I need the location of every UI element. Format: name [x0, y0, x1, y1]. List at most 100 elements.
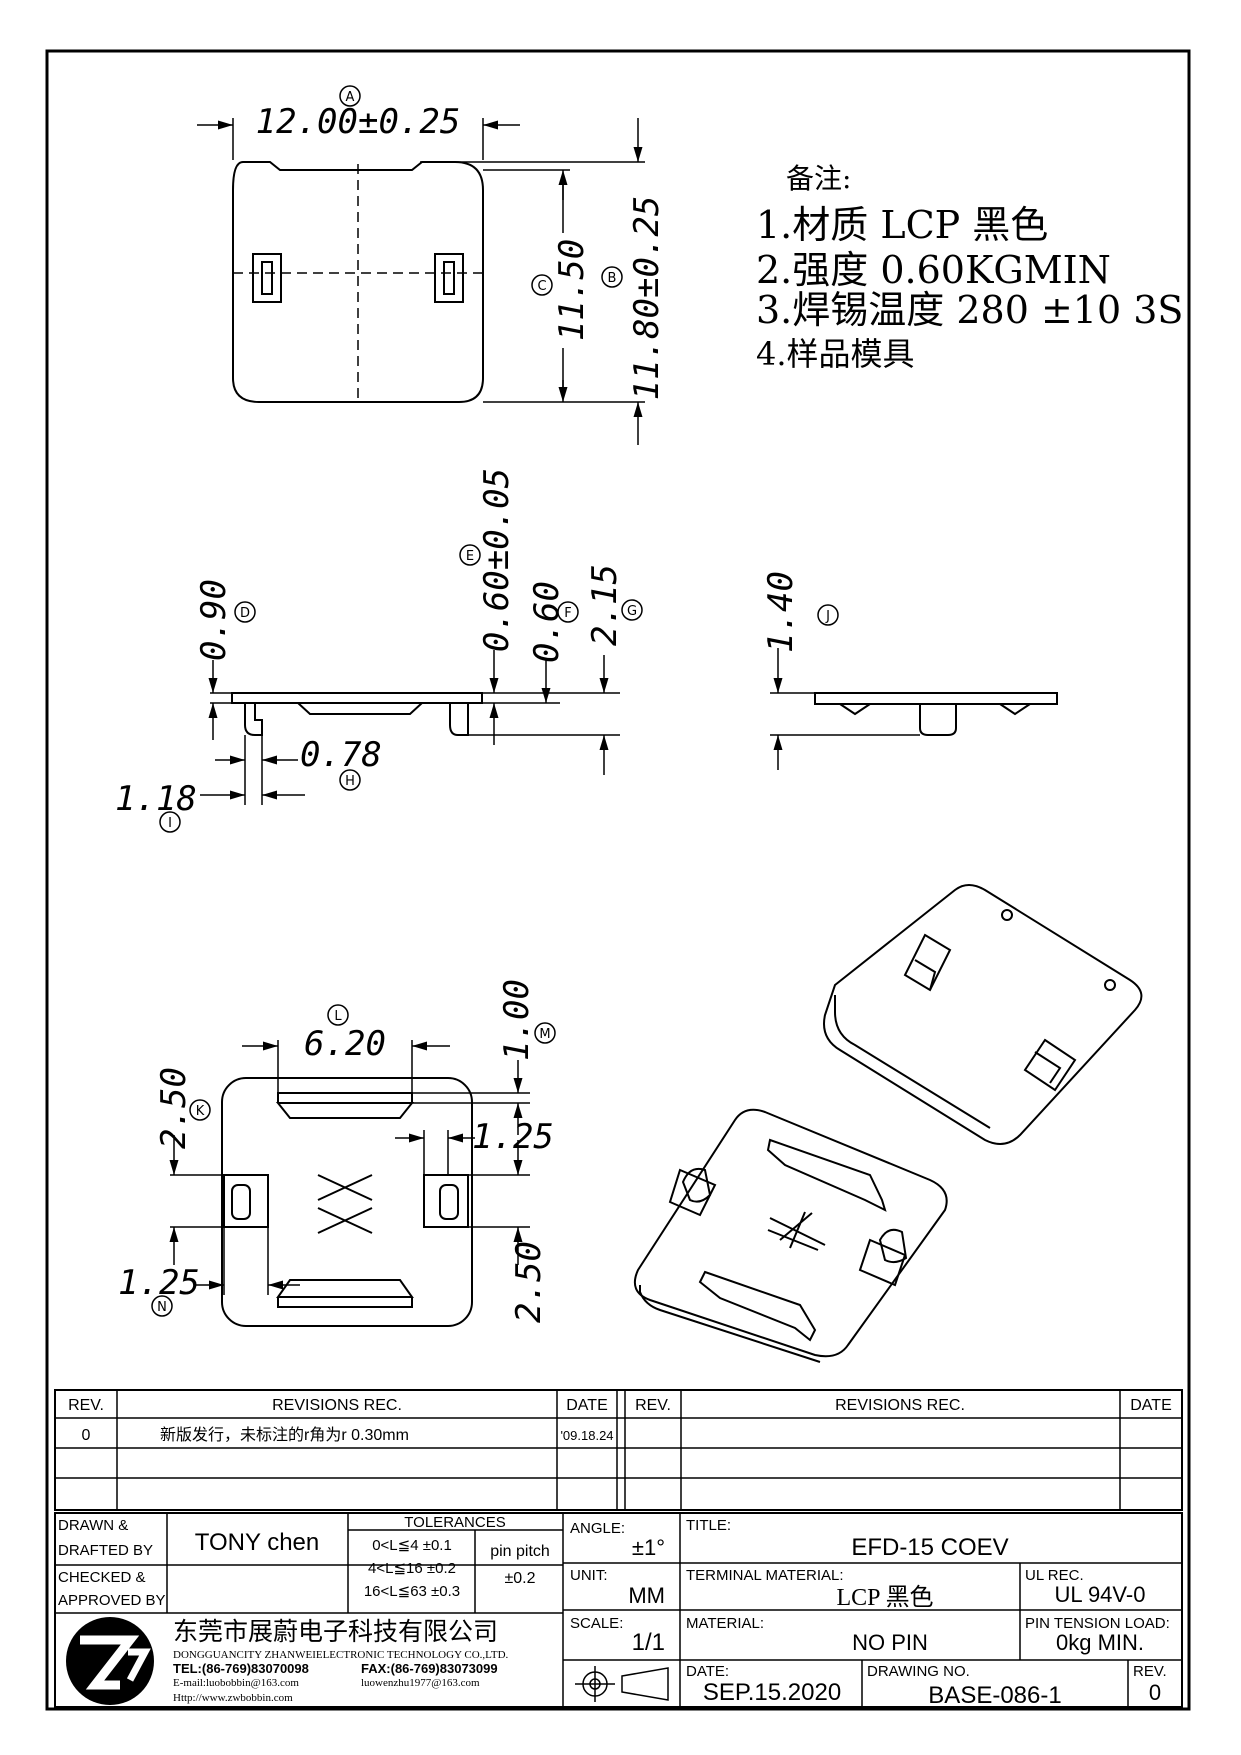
balloon-k [189, 1099, 211, 1121]
balloon-label-g: G [627, 604, 637, 619]
rev-row-rev: 0 [82, 1427, 91, 1444]
ul-rec-value: UL 94V-0 [1055, 1582, 1146, 1607]
dim-p: 1.25 [472, 1117, 554, 1157]
drawing-border [45, 49, 1191, 1711]
balloon-label-n: N [157, 1300, 167, 1315]
note-3: 3.焊锡温度 280 ±10 3S [756, 288, 1183, 332]
tolerance-1: 0<L≦4 ±0.1 [372, 1537, 452, 1554]
drawn-label-1: DRAWN & [58, 1517, 128, 1534]
pin-tension-value: 0kg MIN. [1056, 1630, 1144, 1655]
balloon-h [339, 769, 361, 791]
company-name-cn: 东莞市展蔚电子科技有限公司 [173, 1618, 498, 1646]
balloon-d [234, 601, 256, 623]
company-fax: FAX:(86-769)83073099 [361, 1661, 498, 1676]
company-name-en: DONGGUANCITY ZHANWEIELECTRONIC TECHNOLOG… [173, 1649, 509, 1661]
rev-row-text: 新版发行，未标注的r角为r 0.30mm [160, 1426, 409, 1444]
tolerance-3: 16<L≦63 ±0.3 [364, 1583, 460, 1600]
title-block-grid [54, 1512, 1183, 1708]
dim-m: 1.00 [497, 979, 537, 1061]
dim-d: 0.90 [194, 579, 234, 661]
scale-label: SCALE: [570, 1615, 623, 1632]
balloon-i [159, 811, 181, 833]
material-value: NO PIN [852, 1630, 928, 1655]
dim-g: 2.15 [585, 564, 625, 646]
balloon-label-l: L [334, 1009, 342, 1024]
checked-label-2: APPROVED BY [58, 1592, 166, 1609]
rev-header-date-1: DATE [566, 1397, 607, 1414]
title-value: EFD-15 COEV [851, 1534, 1008, 1561]
rev-header-rev-1: REV. [68, 1397, 104, 1414]
company-logo-icon [66, 1617, 154, 1705]
dim-l: 6.20 [304, 1024, 386, 1064]
balloon-label-b: B [608, 271, 617, 286]
balloon-label-c: C [537, 279, 546, 294]
balloon-label-a: A [346, 90, 355, 105]
drawing-no-value: BASE-086-1 [928, 1682, 1061, 1709]
top-view [232, 161, 484, 403]
isometric-view-top [823, 884, 1143, 1145]
balloon-label-e: E [466, 549, 474, 564]
balloon-label-f: F [564, 606, 571, 621]
dim-a: 12.00±0.25 [256, 102, 461, 142]
balloon-label-h: H [345, 774, 355, 789]
dim-b: 11.80±0.25 [627, 196, 667, 401]
dim-h: 0.78 [300, 735, 382, 775]
date-value: SEP.15.2020 [703, 1679, 841, 1706]
balloon-a [339, 85, 361, 107]
note-1: 1.材质 LCP 黑色 [756, 203, 1048, 247]
rev-value: 0 [1149, 1680, 1161, 1705]
balloon-label-d: D [240, 606, 250, 621]
side-view-right-dimensions [770, 648, 920, 770]
company-tel: TEL:(86-769)83070098 [173, 1661, 309, 1676]
unit-value: MM [628, 1583, 665, 1608]
balloon-label-m: M [539, 1027, 550, 1042]
balloon-c [531, 274, 553, 296]
balloon-n [151, 1295, 173, 1317]
side-view-left [231, 692, 483, 736]
company-email: E-mail:luobobbin@163.com [173, 1677, 299, 1689]
date-label: DATE: [686, 1663, 729, 1680]
balloon-b [601, 266, 623, 288]
pin-tension-label: PIN TENSION LOAD: [1025, 1615, 1170, 1632]
balloon-label-i: I [168, 816, 172, 831]
tolerances-label: TOLERANCES [404, 1514, 505, 1531]
side-view-left-dimensions [200, 650, 620, 805]
notes-heading: 备注: [786, 162, 851, 195]
revisions-table [54, 1389, 1183, 1511]
drawn-by-value: TONY chen [195, 1529, 320, 1556]
dim-i: 1.18 [115, 779, 197, 819]
balloon-label-k: K [196, 1104, 205, 1119]
balloon-g [621, 599, 643, 621]
company-web: Http://www.zwbobbin.com [173, 1692, 293, 1704]
balloon-j [817, 604, 839, 626]
material-label: MATERIAL: [686, 1615, 764, 1632]
bottom-view-dimensions [169, 1040, 530, 1295]
drawn-label-2: DRAFTED BY [58, 1542, 153, 1559]
isometric-view-bottom [634, 1108, 948, 1363]
scale-value: 1/1 [632, 1629, 665, 1656]
note-2: 2.强度 0.60KGMIN [756, 248, 1111, 292]
title-label: TITLE: [686, 1517, 731, 1534]
angle-value: ±1° [632, 1535, 665, 1560]
balloon-e [459, 544, 481, 566]
tolerance-2: 4<L≦16 ±0.2 [368, 1560, 456, 1577]
rev-header-rec-1: REVISIONS REC. [272, 1397, 402, 1414]
projection-symbol-icon [575, 1666, 669, 1702]
dim-j: 1.40 [761, 571, 801, 653]
notes: 备注: 1.材质 LCP 黑色 2.强度 0.60KGMIN 3.焊锡温度 28… [756, 162, 1183, 373]
checked-label-1: CHECKED & [58, 1569, 146, 1586]
dim-e: 0.60±0.05 [477, 468, 517, 652]
balloon-m [534, 1022, 556, 1044]
dim-k: 2.50 [154, 1067, 194, 1149]
rev-header-rec-2: REVISIONS REC. [835, 1397, 965, 1414]
balloons [151, 85, 839, 1317]
ul-rec-label: UL REC. [1025, 1567, 1084, 1584]
terminal-material-value: LCP 黑色 [836, 1584, 933, 1611]
side-view-right [814, 692, 1058, 736]
rev-row-date: '09.18.24 [560, 1428, 613, 1443]
rev-label: REV. [1133, 1663, 1167, 1680]
pin-pitch-label: pin pitch [490, 1543, 550, 1560]
top-view-dimensions [197, 118, 645, 445]
bottom-view [221, 1077, 473, 1327]
